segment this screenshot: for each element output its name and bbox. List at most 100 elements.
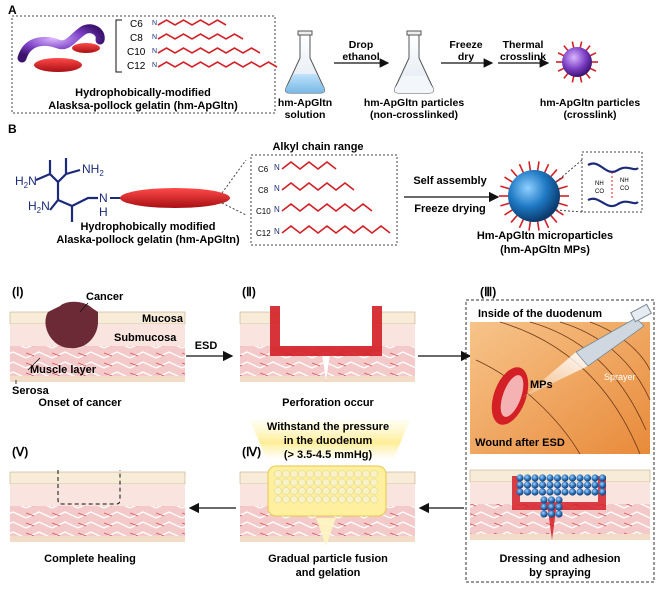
microparticle-spike [549,169,558,178]
microparticle-bead [561,481,569,489]
inset-nh2-label: NH [620,178,629,184]
chain-label-c12: C12 [127,61,146,72]
fusing-bead [314,487,322,495]
h-label: H [99,205,108,219]
alkyl-blob-2 [72,43,100,53]
particle-spike [571,75,575,83]
fusing-bead [274,478,282,487]
fusing-bead [298,470,306,478]
particle-spike [571,41,575,49]
fusing-microparticles [274,470,378,504]
sprayer-label: Sprayer [604,372,636,382]
flask1-label-line1: hm-ApGltn [278,97,332,109]
microparticle-spike [500,202,511,207]
microparticle-spike [504,208,514,216]
microparticle-bead [523,474,532,482]
microparticle-bead [568,481,577,489]
fusing-bead [274,495,282,504]
microparticle-bead [598,488,607,496]
fusing-bead [274,470,282,478]
panel-a-letter: A [8,3,17,17]
fusing-bead [330,478,338,487]
fusing-bead [330,470,338,478]
pressure-highlight [250,420,410,458]
fusing-bead [282,470,290,478]
inset-co2-label: CO [620,186,629,192]
n-atom-b: N [274,163,280,172]
microparticle-bead [598,481,607,489]
chain-bracket [115,19,122,73]
fusing-bead [346,495,354,504]
gradual-line2: and gelation [296,567,361,579]
step-drop-line1: Drop [349,39,374,51]
microparticle-bead [598,474,607,482]
microparticle-spike [504,176,514,184]
microparticle-bead [583,481,592,489]
stage2-tissue [239,306,416,382]
fusing-bead [314,495,322,504]
microparticle-bead [531,474,539,482]
fusing-bead [298,495,306,504]
fusing-bead [282,495,290,504]
h2n-mid-label: H2N [28,199,50,215]
stage1-tissue [9,301,186,382]
inside-duodenum-label: Inside of the duodenum [478,308,602,320]
n-atom-b: N [274,184,280,193]
microparticle-bead [546,488,554,496]
n-atom-b: N [274,205,280,214]
inset-connector-bottom [555,209,583,213]
microparticle-bead [546,474,554,482]
microparticle-bead [561,488,569,496]
inset-nh-label: NH [595,181,604,187]
microparticle-spike [536,220,540,231]
fusing-bead [362,478,370,487]
fusing-bead [338,487,346,495]
submucosa-label: Submucosa [114,332,177,344]
microparticle-bead [516,474,524,482]
withstand-line3: (> 3.5-4.5 mmHg) [284,449,373,461]
fusing-bead [354,495,362,504]
alkyl-chain-a-2 [157,47,261,54]
stage1-numeral: (Ⅰ) [12,285,24,299]
fusing-bead [290,487,298,495]
particle-spike [589,52,597,57]
nh2-top-label: NH2 [82,162,104,178]
fusing-bead [298,478,306,487]
step-freeze-line1: Freeze [449,39,482,51]
fusing-bead [282,478,290,487]
muscle-layer-label: Muscle layer [30,364,97,376]
particle-spike [579,75,583,83]
microparticle-bead [555,503,563,511]
fusing-bead [354,478,362,487]
inset-chain-top [587,162,639,173]
stage2-numeral: (Ⅱ) [242,285,256,299]
microparticle-spike [528,220,532,231]
hydrophobic-tail [120,188,230,208]
alkyl-chain-b-0 [281,160,337,171]
n-atom-b: N [274,227,280,236]
fusing-bead [330,487,338,495]
microparticle-sphere [508,170,560,222]
stage5-tissue [9,470,186,542]
particle-spike [557,67,565,72]
zoom-connector-lower [221,202,247,216]
fusing-bead [362,495,370,504]
microparticle-spike [518,163,525,174]
freeze-drying-label: Freeze drying [414,203,486,215]
n-atom-a: N [152,62,157,69]
n-atom-a: N [152,34,157,41]
fusing-bead [370,478,378,487]
microparticle-bead [523,481,532,489]
inset-connector-top [555,159,583,183]
crosslinked-particle-spikes [556,41,598,83]
b-chain-label-c8: C8 [258,186,269,195]
microparticle-bead [576,488,584,496]
chain-label-c10: C10 [127,47,146,58]
gelatin-chain-ribbon [17,24,105,63]
particle-label-line2: (crosslink) [563,109,616,121]
n-label: N [99,191,108,205]
microparticle-spike [557,185,568,190]
microparticle-spike [549,214,558,223]
complete-healing-label: Complete healing [44,553,136,565]
